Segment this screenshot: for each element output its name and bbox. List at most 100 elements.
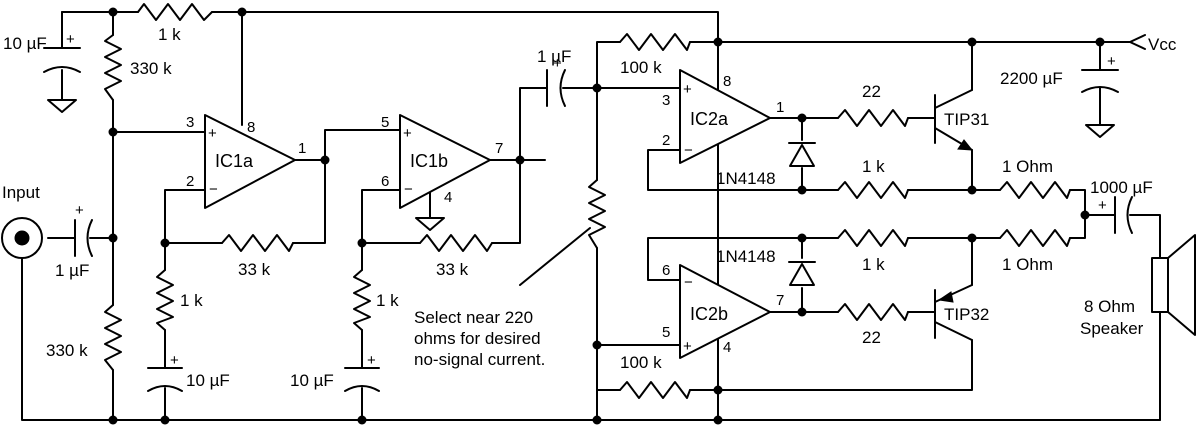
pin-number: 3	[662, 92, 670, 109]
r-fb1-label: 33 k	[238, 260, 271, 279]
resistor-base1-22	[837, 109, 909, 127]
resistor-fb3-100k	[619, 33, 691, 51]
capacitor-out-1000uf	[1114, 196, 1133, 234]
ic2b-label: IC2b	[690, 304, 728, 324]
d1-label: 1N4148	[716, 169, 776, 188]
pin-number: 4	[444, 189, 452, 206]
polarity-plus: +	[66, 31, 75, 48]
resistor-bias-trim	[588, 179, 606, 249]
ground-icon	[47, 99, 77, 113]
pin-number: 1	[776, 99, 784, 116]
resistors	[104, 3, 1071, 399]
resistor-emit2-1ohm	[999, 229, 1071, 247]
r-fb2-label: 33 k	[436, 260, 469, 279]
c-g2-label: 10 µF	[290, 371, 334, 390]
junction-dots	[108, 7, 1105, 425]
opamp-minus: −	[684, 274, 693, 291]
r-top-label: 1 k	[158, 25, 181, 44]
pin-number: 4	[723, 339, 731, 356]
q2-label: TIP32	[944, 305, 989, 324]
ground-icon	[415, 217, 445, 231]
r-emit1-label: 1 Ohm	[1002, 157, 1053, 176]
c-input-label: 1 µF	[55, 261, 89, 280]
opamp-ic2b	[679, 264, 771, 359]
pin-number: 6	[662, 262, 670, 279]
resistor-fb2-33k	[419, 234, 493, 252]
speaker-label: Speaker	[1080, 319, 1144, 338]
pin-number: 2	[662, 132, 670, 149]
pin-number: 7	[495, 140, 503, 157]
opamp-minus: −	[209, 181, 218, 198]
ic2a-label: IC2a	[690, 109, 729, 129]
c-g1-label: 10 µF	[186, 371, 230, 390]
d2-label: 1N4148	[716, 247, 776, 266]
note-text: no-signal current.	[414, 350, 545, 369]
capacitor-g1-10uf	[147, 367, 183, 392]
resistor-fb1-33k	[221, 234, 294, 252]
opamp-ic1a	[204, 114, 296, 209]
speaker-label: 8 Ohm	[1084, 297, 1135, 316]
r-fb3-label: 100 k	[620, 58, 662, 77]
r-g1-label: 1 k	[180, 291, 203, 310]
resistor-g1-1k	[156, 269, 174, 331]
pin-number: 7	[776, 292, 784, 309]
resistor-emit1-1ohm	[999, 181, 1071, 199]
resistor-base2-22	[837, 303, 909, 321]
r-g2-label: 1 k	[376, 291, 399, 310]
capacitor-g2-10uf	[344, 367, 380, 392]
polarity-plus: +	[1098, 197, 1107, 214]
wires	[21, 11, 1161, 421]
transistor-q1	[934, 89, 974, 151]
polarity-plus: +	[170, 352, 179, 369]
pin-number: 8	[723, 73, 731, 90]
opamp-plus: +	[208, 125, 217, 142]
r-fb4-label: 100 k	[620, 353, 662, 372]
capacitor-top-10uf	[43, 47, 81, 73]
pin-number: 1	[298, 140, 306, 157]
pin-number: 5	[662, 324, 670, 341]
polarity-plus: +	[75, 202, 84, 219]
grounds	[47, 99, 1115, 231]
diode-d2	[788, 261, 816, 286]
pin-number: 8	[247, 119, 255, 136]
resistor-bias-top-330k	[104, 34, 122, 101]
resistor-fb4-100k	[619, 381, 691, 399]
transistor-q2	[934, 284, 973, 341]
opamp-plus: +	[683, 338, 692, 355]
pin-number: 5	[381, 114, 389, 131]
polarity-plus: +	[367, 352, 376, 369]
r-bias-bottom-label: 330 k	[46, 341, 88, 360]
resistor-fb6-1k	[837, 229, 909, 247]
opamp-minus: −	[404, 181, 413, 198]
note-text: Select near 220	[414, 308, 533, 327]
ic1a-label: IC1a	[215, 151, 254, 171]
c-couple-label: 1 µF	[537, 47, 571, 66]
resistor-bias-bottom-330k	[104, 304, 122, 371]
opamp-plus: +	[683, 81, 692, 98]
capacitor-supply-2200uf	[1081, 69, 1119, 93]
c-top-label: 10 µF	[3, 34, 47, 53]
opamp-plus: +	[403, 125, 412, 142]
input-label: Input	[2, 183, 40, 202]
pin-number: 6	[381, 173, 389, 190]
supply-label: Vcc	[1148, 35, 1177, 54]
opamp-minus: −	[684, 142, 693, 159]
r-base1-label: 22	[862, 82, 881, 101]
ground-icon	[1085, 124, 1115, 138]
resistor-g2-1k	[353, 269, 371, 331]
r-emit2-label: 1 Ohm	[1002, 255, 1053, 274]
r-base2-label: 22	[862, 328, 881, 347]
ic1b-label: IC1b	[410, 151, 448, 171]
note-text: ohms for desired	[414, 329, 541, 348]
diode-d1	[788, 142, 816, 167]
q1-label: TIP31	[944, 110, 989, 129]
input-jack	[1, 217, 43, 259]
resistor-fb5-1k	[837, 181, 909, 199]
pin-number: 3	[186, 114, 194, 131]
c-supply-label: 2200 µF	[1000, 69, 1063, 88]
capacitor-input-1uf	[74, 219, 93, 257]
polarity-plus: +	[1107, 53, 1116, 70]
labels: + + + + + + + + − + − + − − + IC1a IC1b …	[2, 25, 1177, 390]
resistor-top-1k	[137, 3, 213, 21]
